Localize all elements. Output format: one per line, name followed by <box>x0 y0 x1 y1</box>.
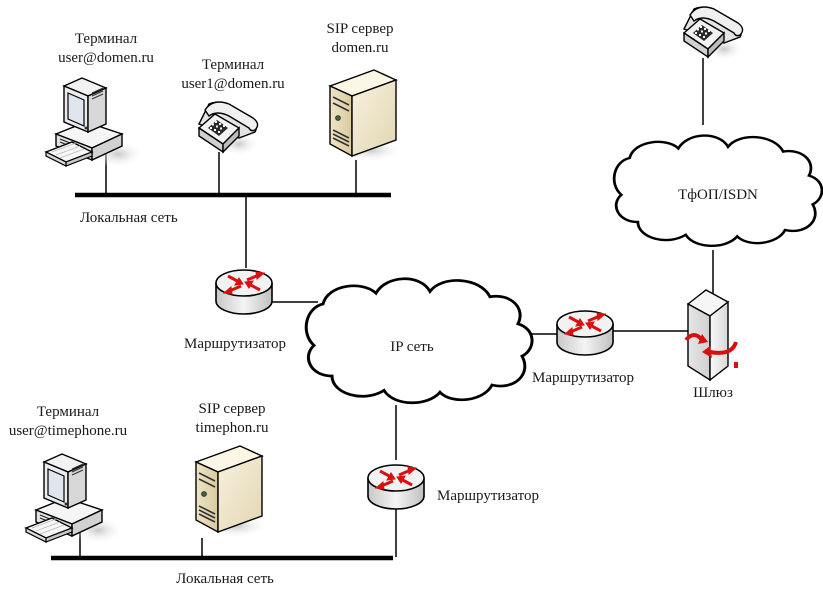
label-line-1: SIP сервер <box>198 401 266 417</box>
label-sip-server-timephon: SIP сервер timephon.ru <box>182 400 282 438</box>
phone-icon-pstn <box>683 6 745 62</box>
label-router-bottom: Маршрутизатор <box>437 488 539 504</box>
label-line-1: SIP сервер <box>326 21 394 37</box>
server-icon-sip-domen <box>329 69 405 163</box>
server-icon-sip-timephon <box>195 445 271 539</box>
label-line-2: user@timephone.ru <box>8 423 128 439</box>
label-terminal-user-domen: Терминал user@domen.ru <box>46 30 166 68</box>
gateway-icon <box>684 289 738 382</box>
router-icon-bottom <box>366 463 426 511</box>
label-line-2: timephon.ru <box>195 420 269 436</box>
label-line-1: Терминал <box>74 31 138 47</box>
phone-icon-user1-domen <box>198 101 260 157</box>
label-gateway: Шлюз <box>693 385 733 401</box>
label-line-2: user1@domen.ru <box>181 76 285 92</box>
computer-icon-user-domen <box>45 77 145 169</box>
label-terminal-user1-domen: Терминал user1@domen.ru <box>168 56 298 94</box>
label-router-right: Маршрутизатор <box>532 370 634 386</box>
label-line-2: user@domen.ru <box>58 50 154 66</box>
pstn-isdn-label: ТфОП/ISDN <box>678 187 758 203</box>
computer-icon-user-timephone <box>25 453 125 545</box>
label-line-1: Терминал <box>36 404 100 420</box>
label-lan-bottom: Локальная сеть <box>176 571 274 587</box>
router-icon-left <box>214 268 274 316</box>
label-sip-server-domen: SIP сервер domen.ru <box>310 20 410 58</box>
ip-network-label: IP сеть <box>390 339 434 355</box>
label-line-1: Терминал <box>201 57 265 73</box>
label-line-2: domen.ru <box>331 40 389 56</box>
label-router-left: Маршрутизатор <box>184 336 286 352</box>
router-icon-right <box>555 309 615 357</box>
label-terminal-user-timephone: Терминал user@timephone.ru <box>0 403 136 441</box>
label-lan-top: Локальная сеть <box>80 210 178 226</box>
